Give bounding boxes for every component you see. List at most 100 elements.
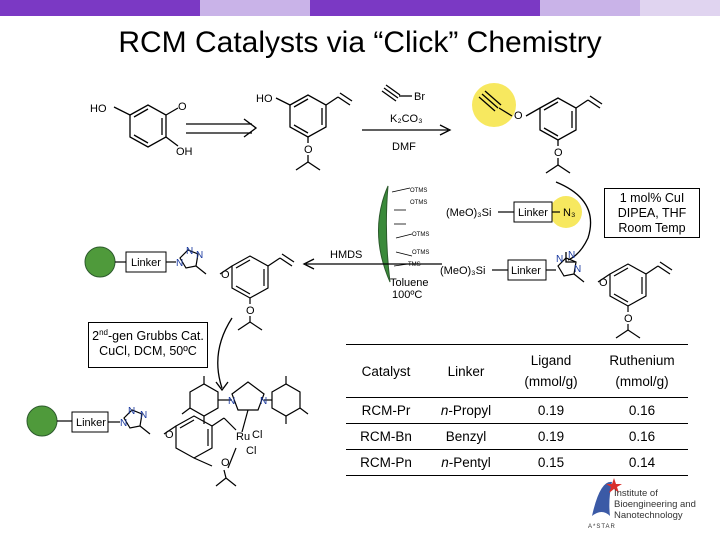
top-bar-segment [0,0,200,16]
astar-tag: A*STAR [588,524,616,530]
top-bar-segment [640,0,720,16]
molecule-dihydroxybenzaldehyde [113,104,179,148]
label-n-4: N [176,258,183,269]
label-n-8: N [128,406,135,417]
cell-ruthenium: 0.16 [596,423,688,450]
molecule-vinyl-phenol [275,92,353,171]
label-o-4: O [554,147,563,159]
label-n-2: N [556,254,563,265]
table-row: RCM-Pr n-Propyl 0.19 0.16 [346,397,688,424]
header-ligand: Ligand (mmol/g) [506,344,596,398]
logo-text: Institute of Bioengineering and Nanotech… [614,488,696,521]
cell-ruthenium: 0.14 [596,449,688,476]
label-o-5: O [221,269,230,281]
label-o-8: O [624,313,633,325]
top-color-bar [0,0,720,16]
grubbs-conditions-box: 2nd-gen Grubbs Cat. CuCl, DCM, 50ºC [88,322,208,368]
header-ruthenium-unit: (mmol/g) [615,374,669,389]
label-oh-1: OH [176,146,193,158]
label-meo3si-1: (MeO)₃Si [446,207,491,219]
label-otms-4: OTMS [412,250,429,256]
logo-line: Bioengineering and [614,499,696,510]
label-hmds: HMDS [330,249,362,261]
label-linker-3: Linker [131,257,161,269]
click-condition-line: DIPEA, THF [617,206,687,220]
logo-line: Nanotechnology [614,510,683,521]
grubbs-condition-line-2: CuCl, DCM, 50ºC [99,344,197,359]
institute-logo [592,478,622,516]
label-ru: Ru [236,431,250,443]
label-tms-1: TMS [408,262,421,268]
grubbs-condition-line-1: 2nd-gen Grubbs Cat. [89,325,207,344]
label-meo3si-2: (MeO)₃Si [440,265,485,277]
header-ruthenium: Ruthenium (mmol/g) [596,344,688,398]
linker-name: -Pentyl [448,455,491,470]
top-bar-segment [540,0,640,16]
header-catalyst: Catalyst [346,344,426,398]
label-n-10: N [228,396,235,407]
label-o-7: O [599,277,608,289]
molecule-triazole-silane [492,257,673,339]
click-conditions-box: 1 mol% CuI DIPEA, THF Room Temp [604,188,700,238]
cell-catalyst: RCM-Pn [346,449,426,476]
label-o-1: O [178,101,187,113]
label-o-3: O [514,110,523,122]
label-n-9: N [140,410,147,421]
label-k2co3: K₂CO₃ [390,113,423,125]
cell-ligand: 0.19 [506,397,596,424]
grubbs-ordinal-suffix: nd [99,328,108,337]
molecule-ru-catalyst [57,376,309,487]
linker-name: -Propyl [448,403,492,418]
label-linker-4: Linker [76,417,106,429]
table-header-row: Catalyst Linker Ligand (mmol/g) Ruthenium… [346,344,688,398]
label-dmf: DMF [392,141,416,153]
label-otms-1: OTMS [410,188,427,194]
click-condition-line: Room Temp [618,221,686,235]
label-n-11: N [260,396,267,407]
linker-name: Benzyl [445,429,487,444]
cell-catalyst: RCM-Bn [346,423,426,450]
table-row: RCM-Pn n-Pentyl 0.15 0.14 [346,449,688,476]
linker-prefix: n [441,455,449,470]
label-otms-3: OTMS [412,232,429,238]
label-n-7: N [120,418,127,429]
label-linker-1: Linker [518,207,548,219]
table-row: RCM-Bn Benzyl 0.19 0.16 [346,423,688,450]
label-otms-2: OTMS [410,200,427,206]
label-n-1: N [574,264,581,275]
label-n-3: N [568,250,575,261]
header-ligand-line: Ligand [530,353,572,368]
linker-prefix: n [440,403,449,418]
label-o-6: O [246,305,255,317]
label-ho-2: HO [256,93,273,105]
logo-line: Institute of [614,488,658,499]
header-ruthenium-line: Ruthenium [609,353,675,368]
label-toluene: Toluene [390,277,429,289]
cell-linker: Benzyl [426,423,506,450]
top-bar-segment [200,0,310,16]
cell-linker: n-Propyl [426,397,506,424]
label-o-2: O [304,144,313,156]
click-condition-line: 1 mol% CuI [619,191,685,205]
label-temp-100: 100ºC [392,289,422,301]
label-o-9: O [165,429,174,441]
cell-ligand: 0.19 [506,423,596,450]
header-ligand-unit: (mmol/g) [524,374,578,389]
header-linker: Linker [426,344,506,398]
label-linker-2: Linker [511,265,541,277]
label-n-5: N [186,246,193,257]
cell-catalyst: RCM-Pr [346,397,426,424]
grubbs-catalyst-text: -gen Grubbs Cat. [107,329,204,344]
label-br: Br [414,91,425,103]
catalyst-table: Catalyst Linker Ligand (mmol/g) Ruthenium… [346,344,688,476]
label-n3: N₃ [563,207,575,219]
label-o-10: O [221,457,230,469]
cell-linker: n-Pentyl [426,449,506,476]
cell-ruthenium: 0.16 [596,397,688,424]
label-cl-2: Cl [246,445,256,457]
molecule-bead-triazole [115,249,295,331]
grubbs-ordinal: 2 [92,329,100,344]
label-ho-1: HO [90,103,107,115]
cell-ligand: 0.15 [506,449,596,476]
